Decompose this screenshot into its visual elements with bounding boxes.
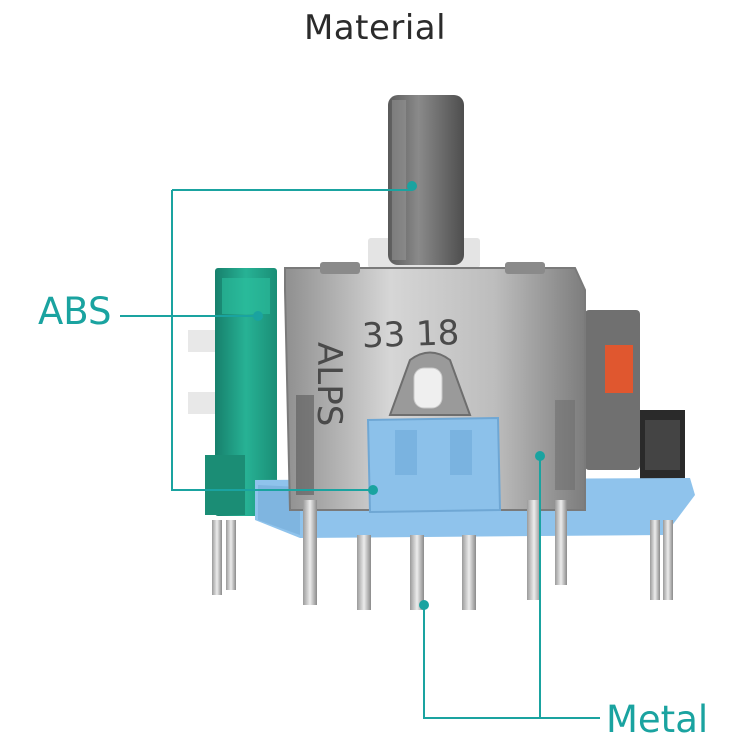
stick-callout-dot bbox=[407, 181, 417, 191]
abs-callout-dot bbox=[253, 311, 263, 321]
metal-label: Metal bbox=[606, 698, 709, 741]
pin-callout-dot bbox=[419, 600, 429, 610]
metal-pins bbox=[212, 500, 673, 610]
abs-label: ABS bbox=[38, 290, 112, 333]
slider-callout-dot bbox=[368, 485, 378, 495]
abs-callout-lines bbox=[120, 189, 412, 491]
housing-callout-dot bbox=[535, 451, 545, 461]
joystick-stick bbox=[388, 95, 464, 265]
page-title: Material bbox=[303, 8, 447, 48]
metal-markings: 33 18 ALPS bbox=[309, 313, 460, 426]
right-housing bbox=[585, 310, 685, 480]
marking-numbers: 33 18 bbox=[361, 313, 460, 356]
blue-slider bbox=[366, 367, 502, 514]
metal-callout-lines bbox=[423, 456, 600, 719]
abs-side-part bbox=[188, 268, 277, 516]
marking-brand: ALPS bbox=[309, 342, 349, 426]
